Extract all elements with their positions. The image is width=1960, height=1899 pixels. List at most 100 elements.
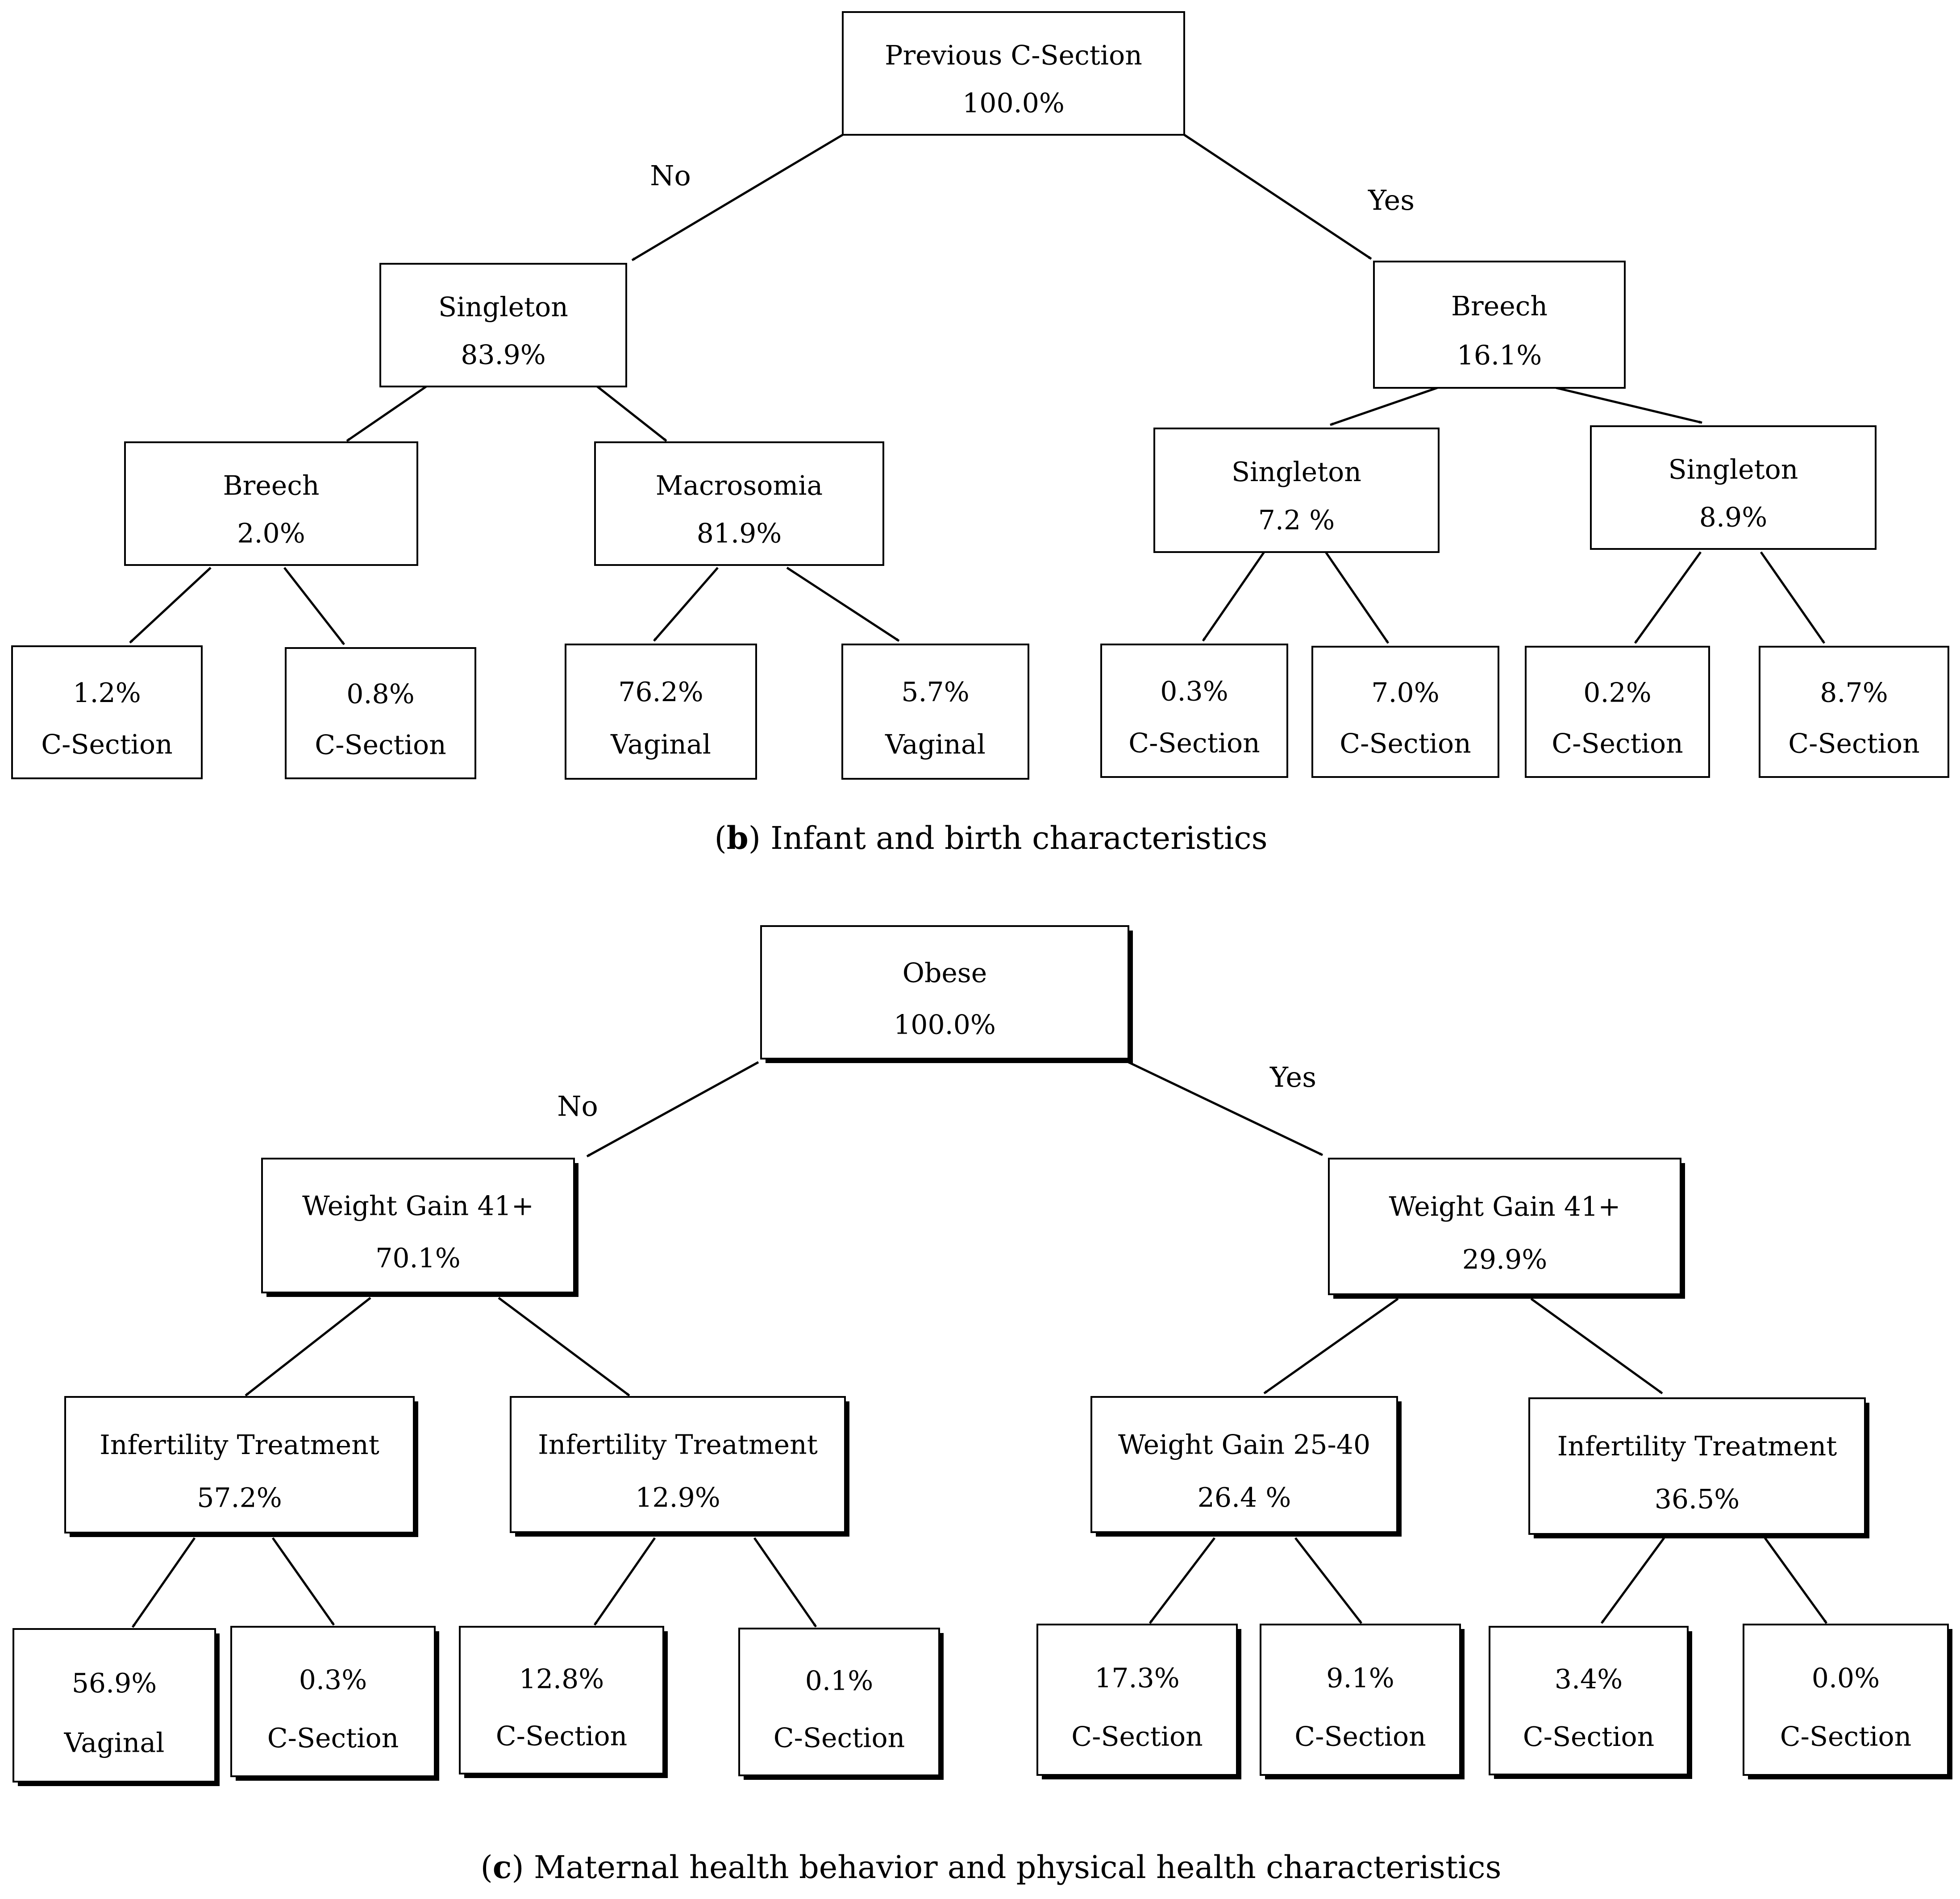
node-box [459,1626,664,1774]
node-box [510,1396,846,1533]
node-label-line1: 0.3% [299,1665,367,1696]
node-label-line2: 70.1% [375,1243,461,1274]
panel-b-arrow-14 [1760,551,1826,644]
node-label-line2: C-Section [1780,1721,1911,1753]
node-label-line2: C-Section [1294,1721,1426,1753]
node-label-line1: Weight Gain 41+ [302,1191,534,1222]
panel-c-arrow-1 [586,1061,759,1158]
node-label-line1: 0.8% [346,679,414,710]
panel-c-branch-label-no: No [557,1090,598,1122]
node-label-line2: C-Section [1552,728,1683,759]
node-label-line2: 2.0% [237,518,305,549]
node-label-line1: 76.2% [618,677,703,708]
node-box [1153,428,1440,553]
panel-b-arrow-2 [1183,133,1372,260]
panel-c-node-leaf1: 56.9% Vaginal [12,1628,220,1786]
panel-b-arrow-7 [129,567,212,644]
panel-b-arrow-13 [1634,551,1702,644]
node-label-line1: 3.4% [1555,1664,1623,1695]
node-label-line2: C-Section [267,1723,399,1754]
node-label-line2: 7.2 % [1258,505,1335,536]
panel-c-node-leaf8: 0.0% C-Section [1743,1624,1952,1779]
panel-c-arrow-11 [1149,1537,1215,1624]
node-label-line2: 16.1% [1457,340,1542,371]
node-box [1489,1626,1689,1775]
node-label-line1: Breech [223,470,319,501]
node-box [261,1158,575,1293]
node-label-line1: Singleton [438,291,568,323]
panel-b-node-leaf2: 0.8% C-Section [285,647,476,779]
node-box [738,1628,940,1776]
panel-b-node-leaf8: 8.7%C-Section [1759,646,1949,778]
panel-c-arrow-10 [753,1537,817,1628]
panel-b-node-leaf1: 1.2%C-Section [11,645,203,779]
node-box [285,647,476,779]
panel-c-node-yes: Weight Gain 41+29.9% [1328,1158,1685,1299]
node-box [1260,1624,1461,1776]
node-label-line2: Vaginal [64,1727,165,1758]
node-box [1590,425,1877,550]
node-label-line2: 29.9% [1462,1244,1548,1276]
node-label-line2: C-Section [1788,728,1919,759]
panel-b-arrow-5 [1330,386,1438,426]
node-box [1100,644,1288,778]
panel-c-arrow-12 [1294,1537,1362,1624]
node-box [64,1396,415,1533]
node-label-line2: C-Section [1071,1721,1203,1753]
panel-b-caption-letter: b [727,819,749,856]
panel-c-node-leaf7: 3.4%C-Section [1489,1626,1692,1779]
panel-c-caption-text: Maternal health behavior and physical he… [534,1849,1502,1886]
panel-c-node-leaf3: 12.8% C-Section [459,1626,668,1778]
node-label-line1: 5.7% [901,677,969,708]
panel-c-node-no: Weight Gain 41+ 70.1% [261,1158,578,1297]
panel-c-arrow-8 [271,1537,335,1626]
panel-b-arrow-6 [1556,386,1702,424]
node-box [230,1626,436,1777]
panel-b-node-no: Singleton 83.9% [379,263,627,387]
node-label-line1: 0.0% [1812,1662,1880,1694]
node-label-line2: 12.9% [635,1482,720,1513]
panel-c-node-leaf2: 0.3% C-Section [230,1626,439,1781]
panel-c-arrow-5 [1263,1297,1399,1395]
panel-b-arrow-11 [1202,551,1265,642]
panel-b-arrow-3 [346,385,427,442]
node-box [1373,261,1626,389]
panel-c-node-root: Obese 100.0% [760,925,1133,1063]
panel-c-node-leaf5: 17.3%C-Section [1036,1624,1241,1779]
node-label-line2: 26.4 % [1198,1482,1291,1513]
node-label-line1: Singleton [1232,457,1361,488]
node-box [1311,646,1499,778]
node-label-line1: 56.9% [72,1668,157,1699]
node-box [1528,1397,1866,1535]
node-label-line1: 0.3% [1160,676,1228,707]
panel-b-arrow-12 [1324,551,1390,644]
node-label-line1: 12.8% [519,1663,604,1695]
node-label-line2: C-Section [315,729,446,760]
node-label-line2: C-Section [496,1721,627,1752]
panel-c-arrow-14 [1764,1537,1828,1624]
node-label-line1: 9.1% [1326,1662,1394,1694]
panel-c-node-leaf4: 0.1%C-Section [738,1628,944,1780]
node-label-line1: Infertility Treatment [100,1429,379,1461]
node-label-line1: Obese [903,957,987,989]
panel-b-node-leaf5: 0.3%C-Section [1100,644,1288,778]
panel-b-caption-text: Infant and birth characteristics [770,820,1267,856]
node-box [1090,1396,1398,1533]
node-box [1759,646,1949,778]
panel-b-branch-label-no: No [650,159,691,192]
node-box [1743,1624,1949,1776]
panel-b-arrow-10 [786,566,900,642]
panel-b-caption: (b) Infant and birth characteristics [714,819,1267,856]
node-box [1525,646,1710,778]
panel-b-node-leaf3: 76.2% Vaginal [565,644,757,780]
node-label-line2: 100.0% [894,1009,996,1040]
panel-b-node-leaf7: 0.2%C-Section [1525,646,1710,778]
node-label-line2: Vaginal [610,729,711,760]
node-label-line2: 83.9% [461,340,546,371]
node-box [1036,1624,1238,1776]
